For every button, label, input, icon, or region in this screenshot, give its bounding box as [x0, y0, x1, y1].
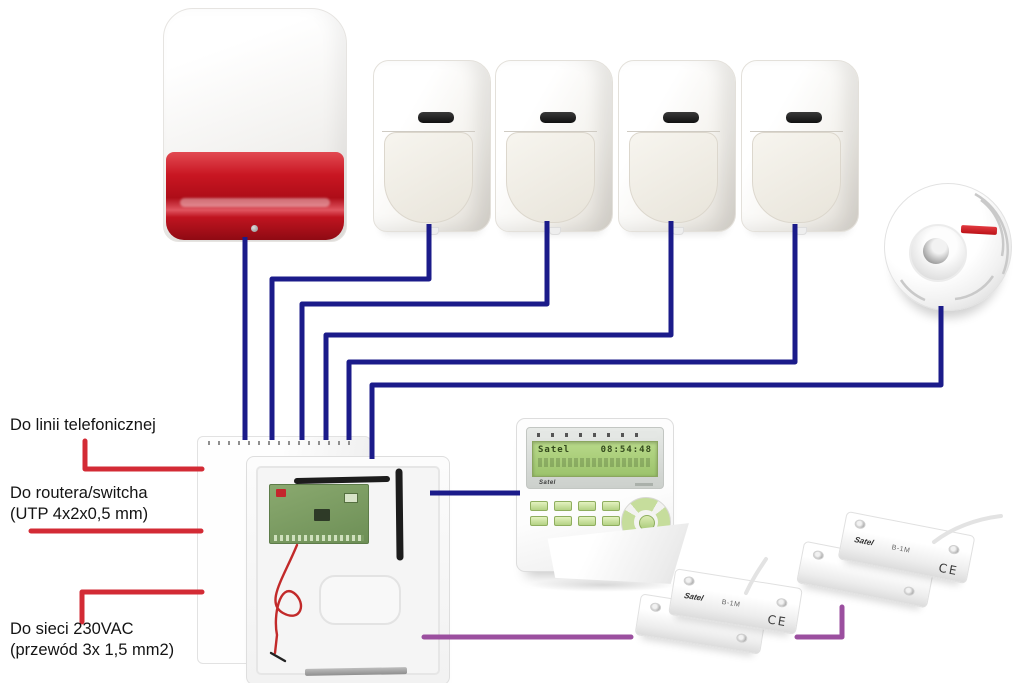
- screw-hole: [947, 544, 961, 556]
- motion-detector-3: [618, 60, 736, 235]
- antenna-rod-horizontal: [294, 476, 390, 484]
- detector-seam: [382, 130, 475, 132]
- detector-tab: [427, 227, 440, 235]
- keypad-lcd-display: Satel 08:54:48: [532, 441, 658, 477]
- detector-window: [663, 112, 700, 123]
- outdoor-siren: [163, 8, 347, 242]
- detector-tab: [672, 227, 685, 235]
- detector-lens: [752, 132, 841, 223]
- detector-tab: [795, 227, 808, 235]
- keypad-status-icon-strip: [533, 431, 657, 438]
- keypad-display-bezel: Satel 08:54:48 Satel: [526, 427, 664, 489]
- pcb-component: [344, 493, 358, 503]
- control-panel-enclosure: [246, 456, 450, 683]
- siren-gloss-highlight: [180, 197, 330, 207]
- ce-mark: CE: [766, 612, 789, 630]
- contact-model: B-1M: [891, 543, 911, 555]
- label-mains-line-2: (przewód 3x 1,5 mm2): [10, 641, 175, 659]
- keypad-key[interactable]: [554, 516, 572, 526]
- siren-red-lens: [166, 152, 344, 240]
- wire-phone-line: [82, 438, 205, 472]
- pcb-component-red: [276, 489, 286, 497]
- screw-hole: [735, 632, 748, 644]
- label-mains-line: Do sieci 230VAC (przewód 3x 1,5 mm2): [10, 619, 174, 661]
- keypad-brand-logo: Satel: [539, 480, 556, 486]
- keypad-key[interactable]: [578, 501, 596, 511]
- screw-hole: [902, 585, 916, 597]
- wire-detector-3: [323, 221, 674, 440]
- keypad-key[interactable]: [578, 516, 596, 526]
- screw-hole: [853, 518, 867, 530]
- detector-seam: [627, 130, 720, 132]
- smoke-detector-hub: [909, 224, 967, 282]
- detector-lens: [506, 132, 595, 223]
- smoke-detector: [884, 183, 1012, 311]
- screw-hole: [775, 597, 789, 609]
- wire-contact-2: [794, 604, 845, 640]
- detector-lens: [384, 132, 473, 223]
- keypad-model-print: [635, 483, 653, 486]
- label-router-line: Do routera/switcha (UTP 4x2x0,5 mm): [10, 483, 148, 525]
- wire-detector-1: [269, 224, 432, 440]
- contact-brand: Satel: [853, 535, 875, 548]
- enclosure-cover-vents: [208, 441, 358, 445]
- lcd-brand-text: Satel: [538, 445, 571, 455]
- contact-model: B-1M: [721, 598, 741, 609]
- wire-detector-4: [346, 224, 798, 440]
- keypad-key[interactable]: [554, 501, 572, 511]
- label-phone-line: Do linii telefonicznej: [10, 416, 156, 434]
- detector-window: [786, 112, 823, 123]
- detector-lens: [629, 132, 718, 223]
- wire-mains-line: [79, 589, 205, 625]
- siren-screw: [251, 225, 258, 232]
- lcd-second-line: [538, 458, 652, 467]
- detector-window: [540, 112, 577, 123]
- wire-detector-2: [299, 221, 550, 440]
- detector-seam: [750, 130, 843, 132]
- battery-wire-red: [273, 543, 303, 655]
- motion-detector-1: [373, 60, 491, 235]
- battery-wire-black: [269, 651, 287, 663]
- keypad-key[interactable]: [602, 501, 620, 511]
- label-mains-line-1: Do sieci 230VAC: [10, 620, 134, 638]
- keypad-key[interactable]: [530, 501, 548, 511]
- contact-brand: Satel: [682, 591, 705, 604]
- screw-hole: [683, 575, 696, 587]
- motion-detector-4: [741, 60, 859, 235]
- label-router-line-2: (UTP 4x2x0,5 mm): [10, 505, 149, 523]
- screw-hole: [649, 601, 662, 613]
- keypad-key[interactable]: [602, 516, 620, 526]
- screw-hole: [812, 549, 825, 561]
- detector-tab: [549, 227, 562, 235]
- mainboard-pcb: [269, 484, 369, 544]
- label-router-line-1: Do routera/switcha: [10, 484, 148, 502]
- keypad-key-grid: [530, 501, 620, 526]
- detector-window: [418, 112, 455, 123]
- pcb-ic-chip: [314, 509, 330, 521]
- motion-detector-2: [495, 60, 613, 235]
- detector-seam: [504, 130, 597, 132]
- lcd-time-text: 08:54:48: [600, 445, 652, 455]
- enclosure-recess: [319, 575, 401, 625]
- ce-mark: CE: [937, 560, 960, 579]
- pcb-terminal-strip: [274, 535, 364, 541]
- smoke-detector-hub-inner: [923, 238, 949, 264]
- keypad-key[interactable]: [530, 516, 548, 526]
- antenna-rod-vertical: [395, 468, 404, 561]
